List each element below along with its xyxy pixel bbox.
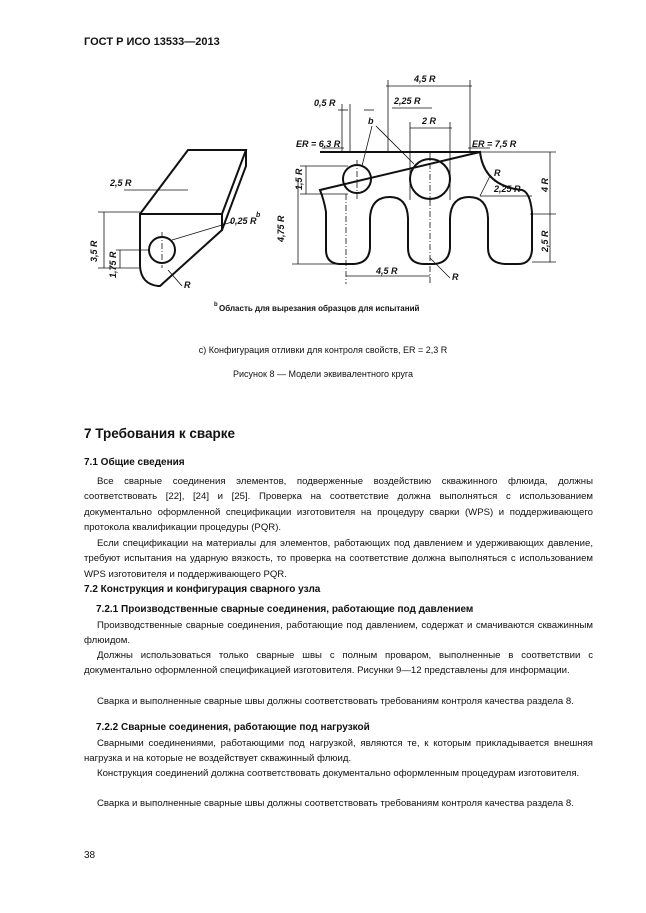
er-6-3r-label: ER = 6,3 R — [296, 139, 341, 149]
dim-1-75r-label: 1,75 R — [108, 251, 118, 278]
section-title: 7 Требования к сварке — [84, 426, 236, 441]
subsection-7-2-2-title: 7.2.2 Сварные соединения, работающие под… — [96, 722, 370, 733]
paragraph-7-2-2-1: Сварными соединениями, работающими под н… — [84, 738, 593, 765]
figure-caption: Рисунок 8 — Модели эквивалентного круга — [233, 369, 413, 379]
paragraph-7-2-2-2: Конструкция соединений должна соответств… — [97, 768, 580, 779]
dim-1-5r-label: 1,5 R — [294, 168, 304, 190]
document-header: ГОСТ Р ИСО 13533—2013 — [84, 36, 220, 48]
subsection-7-2-1-title: 7.2.1 Производственные сварные соединени… — [96, 604, 474, 615]
figure-subcaption: c) Конфигурация отливки для контроля сво… — [198, 345, 448, 355]
r-upper-label: R — [494, 168, 501, 178]
dim-2-5r-label: 2,5 R — [109, 178, 132, 188]
figure-footnote: Область для вырезания образцов для испыт… — [219, 304, 419, 313]
er-7-5r-label: ER = 7,5 R — [472, 139, 517, 149]
page-number: 38 — [84, 850, 96, 861]
left-block-front — [139, 213, 223, 287]
dim-3-5r-label: 3,5 R — [89, 240, 99, 262]
dim-2-25r-top-label: 2,25 R — [393, 96, 421, 106]
subsection-7-1-title: 7.1 Общие сведения — [84, 457, 185, 468]
dim-2-25r-mid-label: 2,25 R — [493, 184, 521, 194]
footnote-sup: b — [214, 302, 218, 308]
dim-4r-label: 4 R — [540, 177, 550, 193]
left-r-label: R — [184, 280, 191, 290]
figure-drawing: 2,5 R 3,5 R 1,75 R 0,25 R b R 4,5 R 0,5 … — [89, 74, 556, 313]
left-block-side — [221, 150, 247, 231]
right-casting-outline — [318, 150, 533, 265]
label-b: b — [368, 116, 374, 126]
dim-4-5r-top-label: 4,5 R — [413, 74, 436, 84]
paragraph-7-2-2-3: Сварка и выполненные сварные швы должны … — [97, 798, 574, 809]
paragraph-7-1-1: Все сварные соединения элементов, подвер… — [84, 476, 593, 534]
dim-2-5r-right-label: 2,5 R — [540, 230, 550, 253]
dim-0-5r-label: 0,5 R — [314, 98, 336, 108]
subsection-7-2-title: 7.2 Конструкция и конфигурация сварного … — [84, 584, 321, 595]
sup-b-label: b — [256, 212, 261, 219]
r-lower-label: R — [452, 272, 459, 282]
paragraph-7-2-1-2: Должны использоваться только сварные швы… — [84, 650, 593, 677]
paragraph-7-2-1-1: Производственные сварные соединения, раб… — [84, 620, 593, 647]
dim-4-75r-label: 4,75 R — [276, 215, 286, 243]
dim-0-25r-label: 0,25 R — [230, 216, 257, 226]
paragraph-7-1-2: Если спецификации на материалы для элеме… — [84, 538, 593, 580]
dim-2r-label: 2 R — [421, 116, 437, 126]
paragraph-7-2-1-3: Сварка и выполненные сварные швы должны … — [97, 696, 574, 707]
left-block-top — [139, 149, 248, 215]
dim-4-5r-bottom-label: 4,5 R — [375, 266, 398, 276]
